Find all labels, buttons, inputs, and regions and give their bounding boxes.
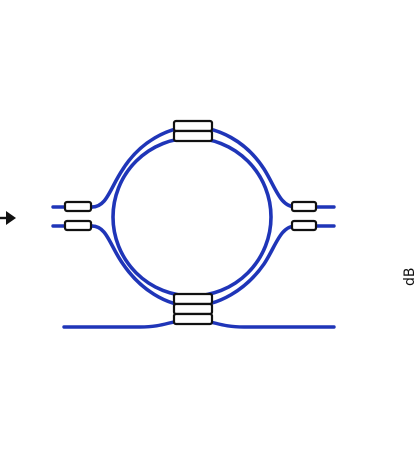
left-upper-pad (63, 200, 93, 213)
left-lower-pad (63, 219, 93, 232)
top-coupler-lower (172, 129, 214, 143)
bottom-coupler-3 (172, 312, 214, 326)
input-arrow-icon (0, 211, 16, 225)
bottom-coupler-1 (172, 292, 214, 306)
top-coupler-upper (172, 119, 214, 133)
ring-waveguide-inner (111, 136, 273, 298)
coupler-group (63, 119, 318, 326)
bottom-coupler-2 (172, 302, 214, 316)
right-upper-pad (290, 200, 318, 213)
axis-label-db: dB (402, 267, 418, 287)
right-lower-pad (290, 219, 318, 232)
